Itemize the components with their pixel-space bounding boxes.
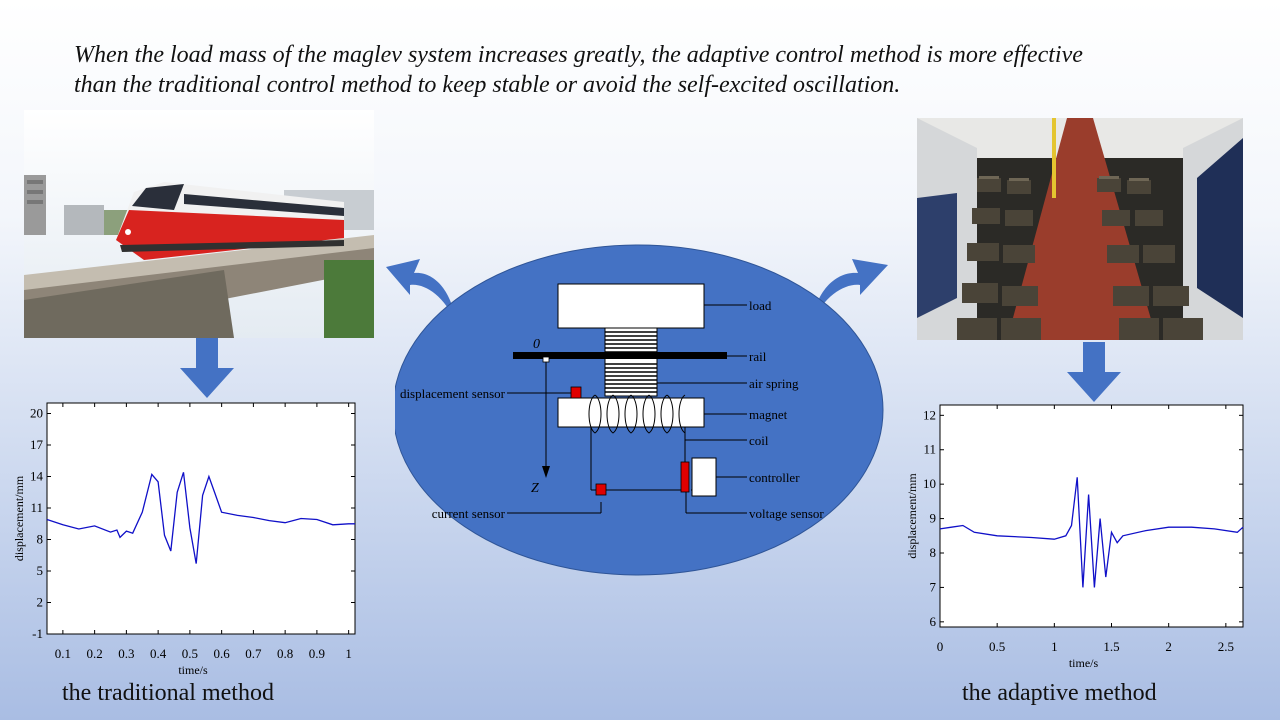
displacement-series-line (939, 477, 1244, 588)
y-tick-label: 2 (37, 595, 44, 610)
rail-label: rail (749, 349, 767, 364)
maglev-suspension-diagram: 0 Z load rail air spring (395, 244, 884, 576)
chart-adaptive: 0 0.5 1 1.5 2 2.5 6 7 8 9 10 11 12 time/s displacement… (905, 404, 1244, 670)
voltage-sensor (680, 461, 690, 493)
displacement-series-line (46, 472, 355, 564)
y-tick-label: 17 (30, 437, 44, 452)
x-tick-label: 1 (345, 646, 352, 661)
x-axis-label: time/s (178, 663, 208, 677)
x-tick-label: 0.7 (245, 646, 262, 661)
y-tick-label: 8 (930, 545, 937, 560)
x-tick-label: 0.6 (214, 646, 231, 661)
x-tick-label: 0.4 (150, 646, 167, 661)
x-tick-label: 0.5 (182, 646, 198, 661)
curved-arrow-left-icon (386, 259, 456, 323)
y-tick-label: 5 (37, 563, 44, 578)
y-tick-label: 7 (930, 579, 937, 594)
y-axis-label: displacement/mm (12, 475, 26, 561)
controller-box (691, 457, 717, 497)
x-tick-label: 0.5 (989, 639, 1005, 654)
y-axis-label: displacement/mm (905, 473, 919, 559)
maglev-train-photo (24, 110, 374, 338)
headline-line-1: When the load mass of the maglev system … (74, 42, 1083, 68)
x-tick-label: 0 (937, 639, 944, 654)
headline-line-2: than the traditional control method to k… (74, 72, 901, 98)
x-tick-label: 1.5 (1103, 639, 1119, 654)
plot-area (939, 404, 1244, 628)
y-tick-label: 10 (923, 476, 936, 491)
load-label: load (749, 298, 772, 313)
traditional-method-caption: the traditional method (62, 680, 274, 706)
x-tick-label: 0.8 (277, 646, 293, 661)
coil-label: coil (749, 433, 769, 448)
x-tick-label: 0.9 (309, 646, 325, 661)
air-spring-label: air spring (749, 376, 799, 391)
x-tick-label: 1 (1051, 639, 1058, 654)
y-tick-label: 9 (930, 511, 937, 526)
voltage-sensor-label: voltage sensor (749, 506, 824, 521)
y-tick-label: -1 (32, 626, 43, 641)
x-axis-label: time/s (1069, 656, 1099, 670)
magnet-label: magnet (749, 407, 788, 422)
x-tick-label: 0.1 (55, 646, 71, 661)
headline: When the load mass of the maglev system … (74, 40, 1254, 100)
y-tick-label: 8 (37, 532, 44, 547)
x-tick-label: 2 (1165, 639, 1172, 654)
y-tick-label: 14 (30, 469, 44, 484)
down-arrow-left-icon (180, 338, 234, 398)
loaded-carriage-photo (917, 118, 1243, 340)
current-sensor (595, 483, 607, 496)
z-axis-label: Z (531, 481, 539, 496)
rail (513, 352, 727, 359)
y-tick-label: 11 (30, 500, 43, 515)
chart-traditional: 0.1 0.2 0.3 0.4 0.5 0.6 0.7 0.8 0.9 1 -1 2 5 8 11 14 17 2… (12, 402, 356, 677)
y-tick-label: 12 (923, 407, 936, 422)
origin-label: 0 (533, 337, 540, 352)
y-tick-label: 11 (923, 442, 936, 457)
x-tick-label: 0.3 (118, 646, 134, 661)
y-tick-label: 6 (930, 614, 937, 629)
load-block (557, 283, 705, 329)
down-arrow-right-icon (1067, 342, 1121, 402)
controller-label: controller (749, 470, 800, 485)
x-tick-label: 2.5 (1218, 639, 1234, 654)
adaptive-method-caption: the adaptive method (962, 680, 1157, 706)
x-tick-label: 0.2 (87, 646, 103, 661)
current-sensor-label: current sensor (432, 506, 506, 521)
curved-arrow-right-icon (812, 259, 888, 323)
y-tick-label: 20 (30, 406, 43, 421)
displacement-sensor-label: displacement sensor (400, 386, 506, 401)
